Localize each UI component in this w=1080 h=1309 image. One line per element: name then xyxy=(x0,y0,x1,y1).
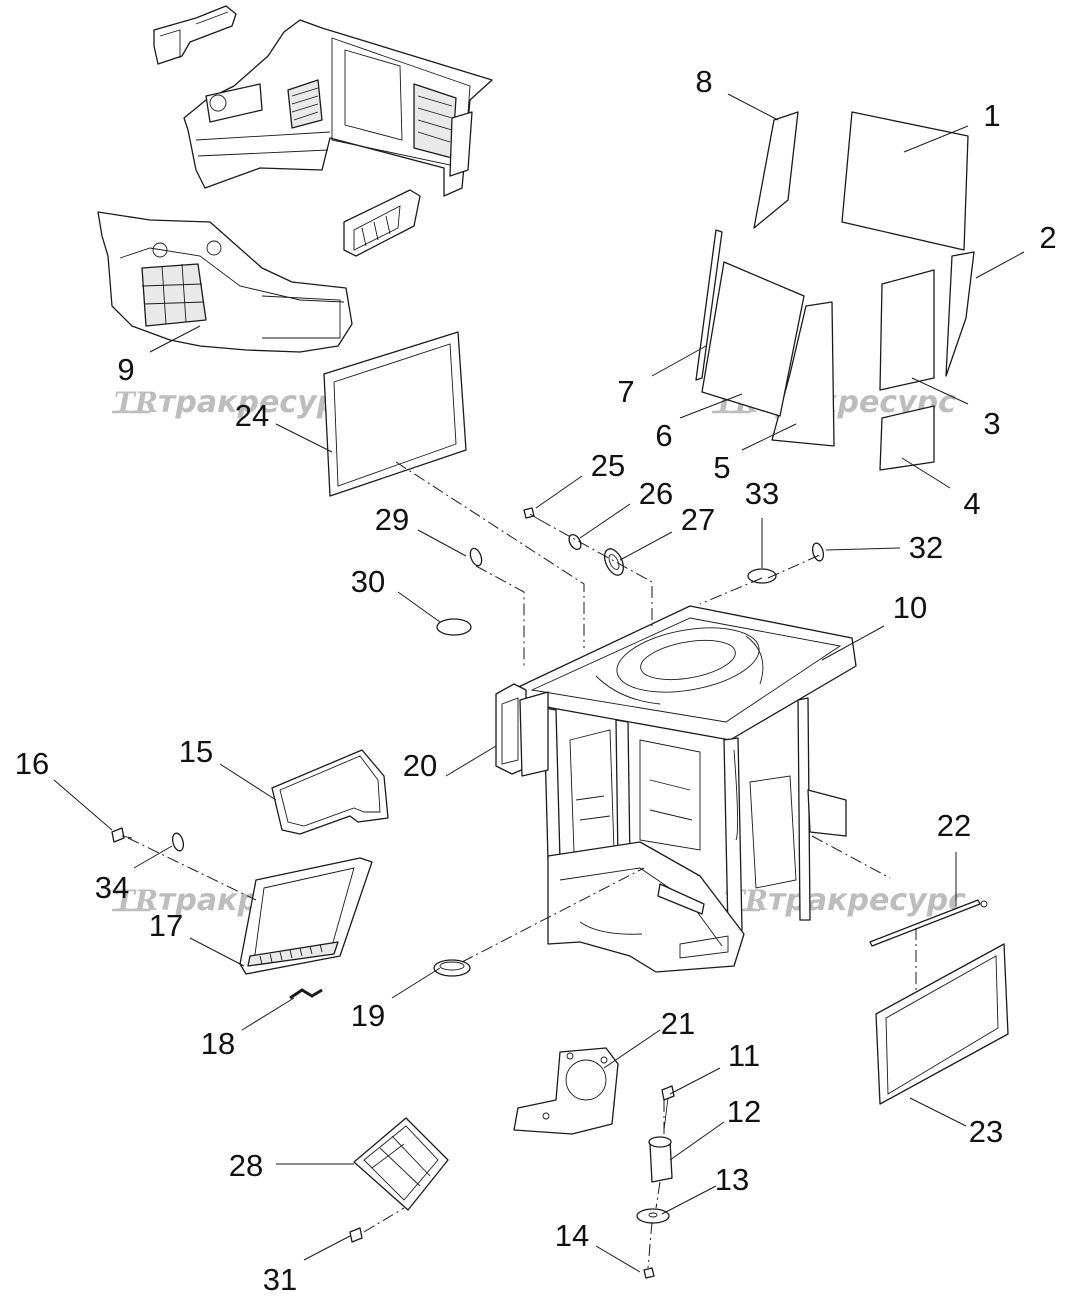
callout-30: 30 xyxy=(351,564,385,599)
part-1-windshield xyxy=(841,111,969,251)
part-17-vent-box xyxy=(239,857,373,975)
leader-lines xyxy=(53,93,1025,1273)
part-19-plug xyxy=(433,959,471,977)
part-20-side-unit xyxy=(495,683,549,777)
part-21-bracket xyxy=(513,1047,619,1135)
vent-grille-part xyxy=(343,189,421,257)
part-10-cab-frame xyxy=(511,605,857,973)
part-27-grommet xyxy=(603,548,625,576)
callout-29: 29 xyxy=(375,502,409,537)
part-29-grommet xyxy=(469,547,483,567)
part-12-rubber-mount xyxy=(648,1136,673,1183)
callout-18: 18 xyxy=(201,1026,235,1061)
callout-11: 11 xyxy=(728,1038,760,1073)
callout-17: 17 xyxy=(149,908,183,943)
watermark-text: тракресурс xyxy=(768,883,966,918)
callout-26: 26 xyxy=(639,476,673,511)
callout-3: 3 xyxy=(983,406,1000,441)
callout-14: 14 xyxy=(555,1218,589,1253)
part-32-grommet xyxy=(811,542,825,562)
small-bracket-top xyxy=(153,5,237,65)
callout-10: 10 xyxy=(893,590,927,625)
watermark-text: тракресурс xyxy=(158,385,356,420)
callout-24: 24 xyxy=(235,398,269,433)
part-2-side-glass-narrow xyxy=(945,251,975,377)
callout-2: 2 xyxy=(1039,220,1056,255)
callout-8: 8 xyxy=(695,64,712,99)
callout-31: 31 xyxy=(263,1262,297,1297)
callout-21: 21 xyxy=(661,1006,695,1041)
callout-15: 15 xyxy=(179,734,213,769)
callout-19: 19 xyxy=(351,998,385,1033)
callout-28: 28 xyxy=(229,1148,263,1183)
part-5-door-glass xyxy=(771,301,835,447)
part-26-washer xyxy=(568,533,582,551)
callout-5: 5 xyxy=(713,450,730,485)
part-34-washer xyxy=(171,832,185,852)
part-28-box-bracket xyxy=(353,1117,449,1211)
callout-32: 32 xyxy=(909,530,943,565)
callout-20: 20 xyxy=(403,748,437,783)
watermark-logo: TR xyxy=(114,884,158,917)
part-31-screw xyxy=(349,1227,363,1243)
watermark-top-left: TR тракресурс xyxy=(112,385,356,420)
part-18-clip xyxy=(289,988,323,1000)
part-15-gasket xyxy=(271,749,389,835)
callout-6: 6 xyxy=(655,418,672,453)
part-14-nut xyxy=(643,1267,655,1279)
watermark-bottom-right: TR тракресурс xyxy=(722,883,966,918)
callout-labels: 1 2 3 4 5 6 7 8 9 10 11 12 13 14 15 16 1… xyxy=(15,64,1057,1297)
part-7-seal-strip xyxy=(695,229,723,381)
callout-33: 33 xyxy=(745,476,779,511)
rear-trim-panel xyxy=(183,19,493,197)
callout-27: 27 xyxy=(681,502,715,537)
part-30-plug xyxy=(436,618,472,636)
callout-22: 22 xyxy=(937,808,971,843)
part-4-lower-glass xyxy=(879,405,935,471)
callout-9: 9 xyxy=(117,352,134,387)
part-3-side-glass xyxy=(879,269,935,391)
watermark-logo: TR xyxy=(114,386,158,419)
part-22-strip xyxy=(869,899,988,947)
part-33-plug xyxy=(747,568,777,584)
part-11-bolt xyxy=(661,1085,675,1131)
callout-13: 13 xyxy=(715,1162,749,1197)
part-6-side-window xyxy=(701,261,805,417)
part-13-washer xyxy=(636,1208,670,1224)
callout-1: 1 xyxy=(983,98,1000,133)
part-25-screw xyxy=(523,507,541,521)
part-24-rear-window xyxy=(323,331,467,497)
callout-34: 34 xyxy=(95,870,129,905)
callout-12: 12 xyxy=(727,1094,761,1129)
assembly-lines xyxy=(127,461,917,1269)
callout-7: 7 xyxy=(617,374,634,409)
callout-23: 23 xyxy=(969,1114,1003,1149)
callout-16: 16 xyxy=(15,746,49,781)
callout-25: 25 xyxy=(591,448,625,483)
part-23-window xyxy=(875,943,1009,1105)
callout-4: 4 xyxy=(963,486,980,521)
part-9-lower-panel xyxy=(97,211,353,353)
part-16-bolt xyxy=(111,827,133,843)
part-8-narrow-glass xyxy=(753,111,799,229)
